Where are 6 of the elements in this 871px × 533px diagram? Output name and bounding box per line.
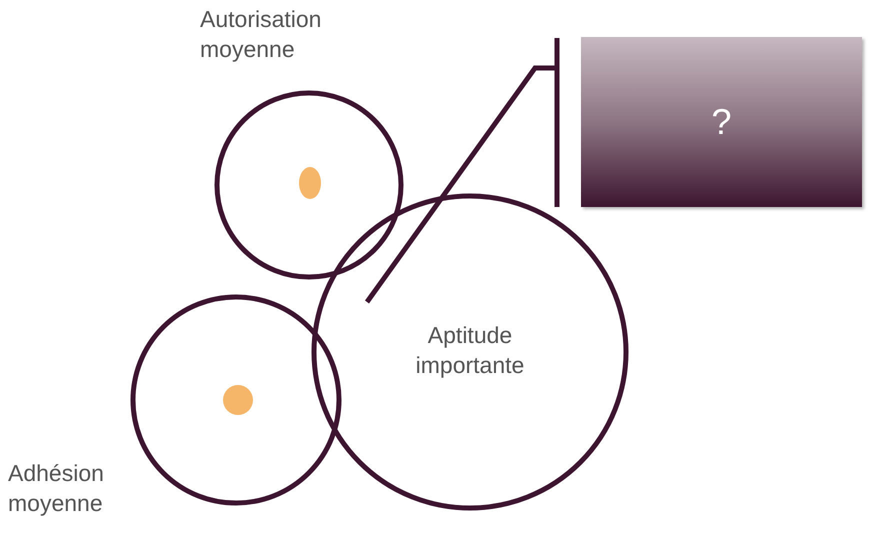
circle-label: Autorisation moyenne (200, 5, 322, 64)
circle-label: Aptitude importante (414, 321, 526, 380)
circle-label: Adhésion moyenne (8, 459, 105, 518)
leader-line (364, 66, 557, 304)
box-text: ? (711, 101, 732, 143)
gradient-box (581, 37, 862, 207)
